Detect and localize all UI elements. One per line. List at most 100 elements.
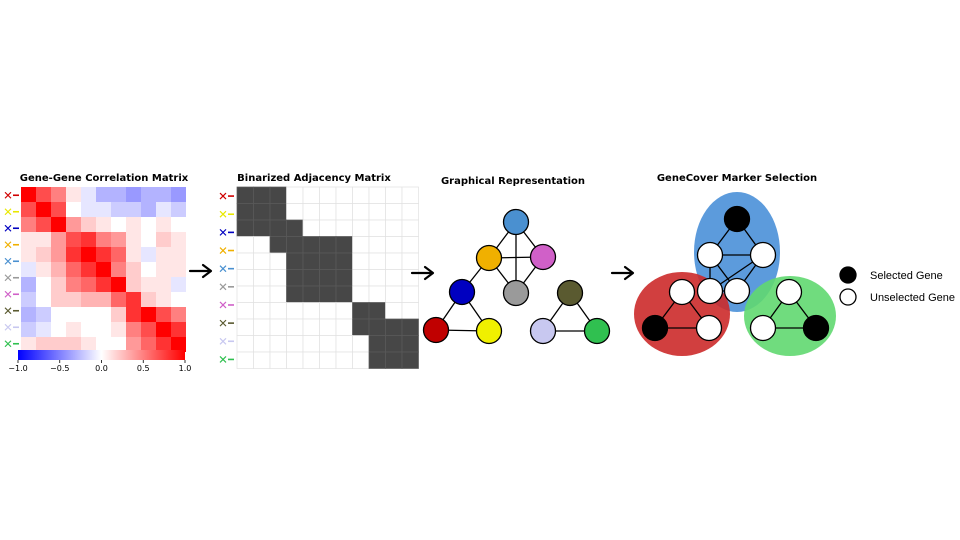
adjacency-cell — [269, 219, 287, 237]
correlation-cell — [21, 202, 36, 217]
correlation-cell — [81, 202, 96, 217]
correlation-cell — [36, 217, 51, 232]
correlation-cell — [111, 277, 126, 292]
adjacency-cell — [352, 219, 370, 237]
adjacency-cell — [253, 236, 271, 254]
correlation-cell — [51, 217, 66, 232]
adjacency-cell — [253, 302, 271, 320]
correlation-cell — [21, 292, 36, 307]
correlation-cell — [51, 262, 66, 277]
adjacency-cell — [385, 252, 403, 270]
selection-title: GeneCover Marker Selection — [657, 173, 817, 184]
selected-gene-node — [802, 314, 830, 342]
correlation-cell — [51, 322, 66, 337]
correlation-cell — [126, 262, 141, 277]
correlation-cell — [66, 202, 81, 217]
adjacency-cell — [286, 252, 304, 270]
selected-gene-marker — [839, 266, 857, 284]
adjacency-cell — [236, 236, 254, 254]
correlation-cell — [156, 247, 171, 262]
adjacency-cell — [286, 203, 304, 221]
adjacency-cell — [352, 302, 370, 320]
adjacency-cell — [335, 219, 353, 237]
correlation-cell — [171, 247, 186, 262]
adjacency-cell — [269, 335, 287, 353]
correlation-cell — [21, 187, 36, 202]
correlation-cell — [126, 232, 141, 247]
adjacency-cell — [236, 351, 254, 369]
adjacency-cell — [269, 302, 287, 320]
adjacency-cell — [368, 203, 386, 221]
correlation-cell — [141, 217, 156, 232]
correlation-cell — [156, 277, 171, 292]
correlation-cell — [96, 292, 111, 307]
adjacency-cell — [385, 203, 403, 221]
correlation-cell — [111, 322, 126, 337]
correlation-cell — [126, 292, 141, 307]
legend: Selected Gene Unselected Gene — [839, 266, 955, 306]
correlation-cell — [141, 322, 156, 337]
correlation-cell — [141, 247, 156, 262]
adjacency-cell — [352, 351, 370, 369]
adjacency-cell — [302, 219, 320, 237]
correlation-cell — [81, 337, 96, 352]
gene-gray-node — [502, 279, 530, 307]
adjacency-cell — [302, 252, 320, 270]
adjacency-cell — [253, 318, 271, 336]
colorbar — [18, 350, 185, 360]
correlation-cell — [111, 307, 126, 322]
correlation-cell — [126, 187, 141, 202]
adjacency-cell — [335, 236, 353, 254]
gene-pink-node — [529, 243, 557, 271]
gene-label-icon — [4, 224, 19, 232]
adjacency-cell — [269, 203, 287, 221]
adjacency-cell — [335, 186, 353, 204]
correlation-cell — [96, 247, 111, 262]
adjacency-cell — [319, 252, 337, 270]
correlation-cell — [141, 232, 156, 247]
gene-label-icon — [4, 340, 19, 348]
correlation-cell — [81, 277, 96, 292]
gene-label-icon — [219, 319, 234, 327]
gene-orange-node — [475, 244, 503, 272]
adjacency-cell — [319, 219, 337, 237]
correlation-cell — [141, 277, 156, 292]
correlation-cell — [36, 262, 51, 277]
correlation-cell — [156, 292, 171, 307]
adjacency-cell — [302, 186, 320, 204]
selection-nodes — [641, 205, 830, 342]
adjacency-heatmap — [236, 186, 419, 369]
correlation-cell — [111, 232, 126, 247]
gene-label-icon — [219, 301, 234, 309]
correlation-cell — [51, 247, 66, 262]
unselected-gene-node — [696, 277, 724, 305]
gene-blue-top-node — [502, 208, 530, 236]
correlation-cell — [21, 247, 36, 262]
colorbar-tick-label: 0.0 — [95, 364, 108, 373]
adjacency-cell — [319, 203, 337, 221]
gene-label-icon — [219, 192, 234, 200]
correlation-cell — [81, 217, 96, 232]
correlation-cell — [156, 262, 171, 277]
correlation-cell — [66, 247, 81, 262]
adjacency-cell — [401, 351, 419, 369]
correlation-cell — [66, 277, 81, 292]
correlation-cell — [81, 307, 96, 322]
correlation-cell — [51, 187, 66, 202]
correlation-cell — [96, 187, 111, 202]
adjacency-cell — [368, 236, 386, 254]
adjacency-cell — [335, 285, 353, 303]
adjacency-cell — [335, 302, 353, 320]
correlation-cell — [51, 277, 66, 292]
correlation-cell — [141, 262, 156, 277]
unselected-gene-node — [775, 278, 803, 306]
correlation-cell — [171, 337, 186, 352]
correlation-cell — [126, 322, 141, 337]
correlation-cell — [66, 262, 81, 277]
adjacency-cell — [286, 318, 304, 336]
adjacency-cell — [335, 351, 353, 369]
correlation-cell — [21, 277, 36, 292]
correlation-cell — [141, 202, 156, 217]
correlation-cell — [36, 292, 51, 307]
